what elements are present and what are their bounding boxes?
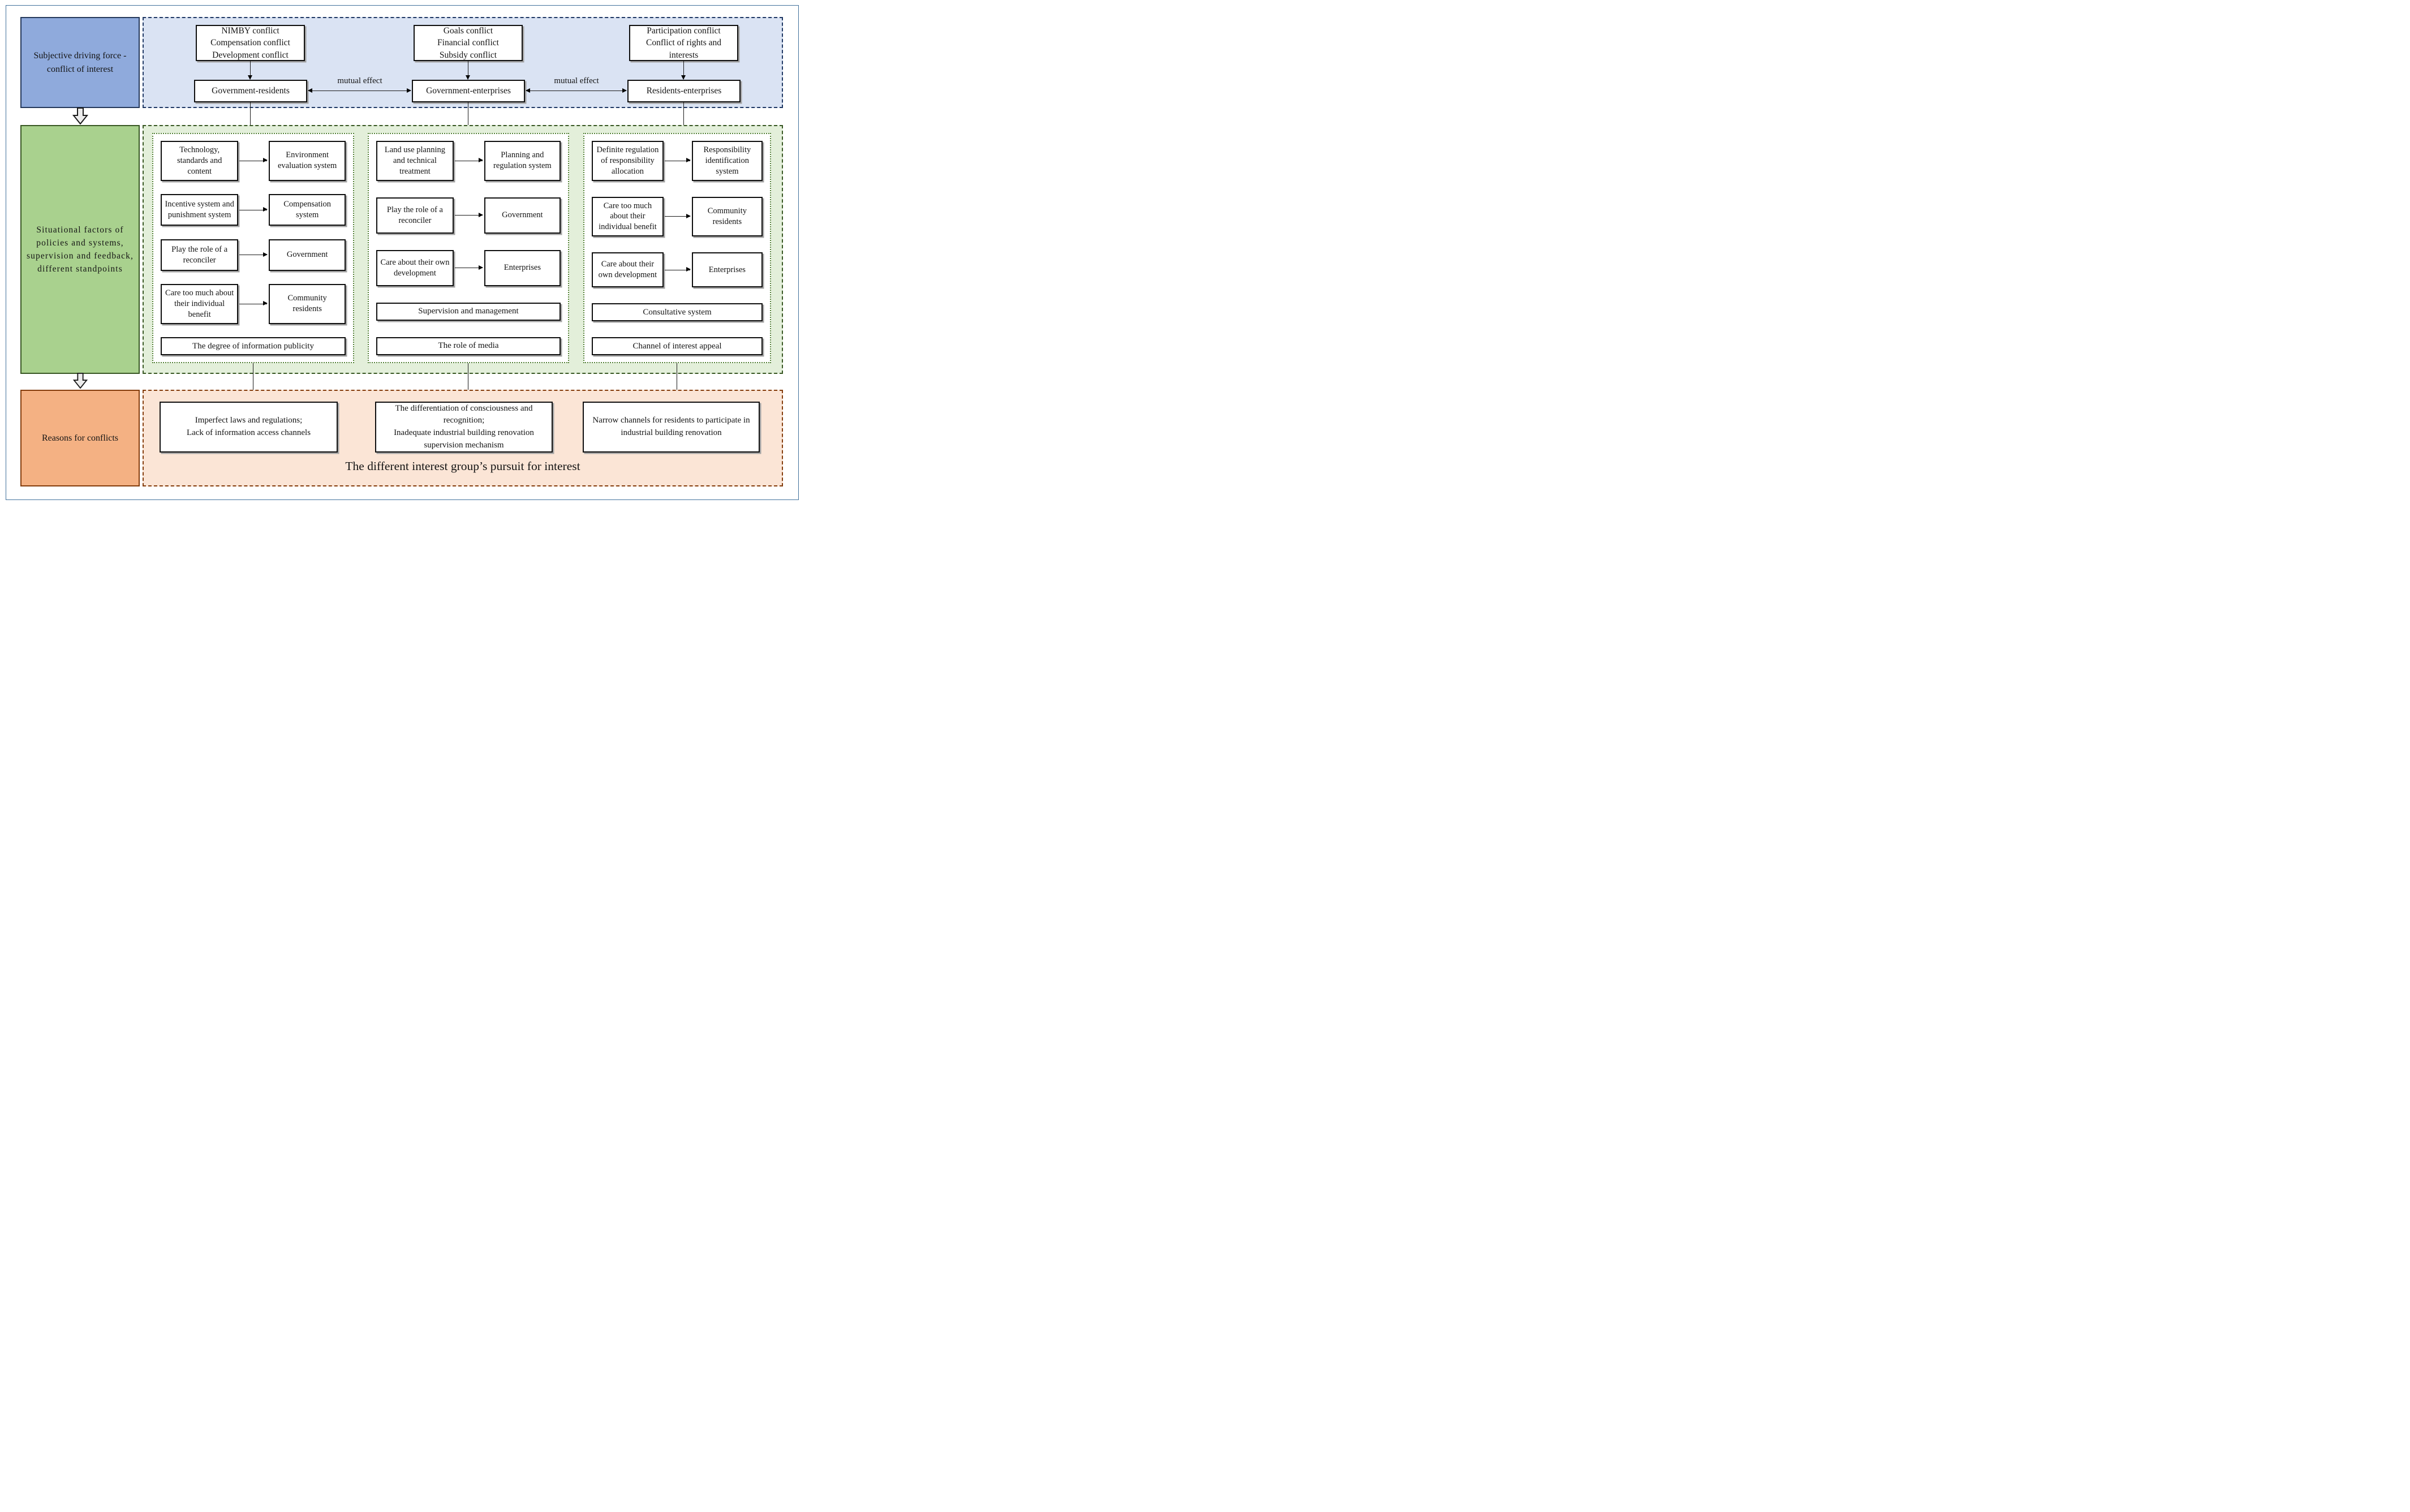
factor-box: Government [269,239,346,271]
factor-box: Incentive system and punishment system [161,194,239,226]
green-column-government-residents: Technology, standards and content Enviro… [152,133,354,363]
factor-row: Technology, standards and content Enviro… [161,141,346,181]
factor-box: Care about their own development [592,252,664,288]
figure-border [6,5,799,500]
reason-box-laws: Imperfect laws and regulations; Lack of … [160,402,338,453]
wide-factor-box: The role of media [376,337,561,355]
down-arrow-icon [681,61,686,80]
green-column-government-enterprises: Land use planning and technical treatmen… [368,133,569,363]
factor-row: Care too much about their individual ben… [592,196,763,237]
green-column-residents-enterprises: Definite regulation of responsibility al… [583,133,771,363]
factor-row: Definite regulation of responsibility al… [592,141,763,181]
box-conflicts-residents-enterprises: Participation conflict Conflict of right… [629,25,738,61]
side-label-text: Reasons for conflicts [41,433,119,443]
factor-row: Care about their own development Enterpr… [376,249,561,286]
mutual-effect-label: mutual effect [337,76,382,85]
factor-row: Land use planning and technical treatmen… [376,141,561,181]
factor-row: Play the role of a reconciler Government [161,239,346,271]
factor-box: Definite regulation of responsibility al… [592,141,664,181]
right-arrow-icon [664,213,691,218]
label-reasons-for-conflicts: Reasons for conflicts [20,390,140,486]
reason-box-channels: Narrow channels for residents to partici… [583,402,760,453]
factor-box: Community residents [691,196,763,237]
factor-row: Care about their own development Enterpr… [592,252,763,288]
factor-box: Enterprises [484,249,561,286]
factor-box: Play the role of a reconciler [161,239,239,271]
factor-box: Community residents [269,283,346,324]
box-conflicts-government-enterprises: Goals conflict Financial conflict Subsid… [414,25,523,61]
box-conflicts-government-residents: NIMBY conflict Compensation conflict Dev… [196,25,305,61]
block-down-arrow-icon [72,107,89,124]
box-residents-enterprises: Residents-enterprises [627,80,741,102]
wide-factor-box: Consultative system [592,303,763,322]
wide-factor-box: Supervision and management [376,302,561,321]
factor-box: Care about their own development [376,249,454,286]
factor-box: Land use planning and technical treatmen… [376,141,454,181]
mutual-effect-label: mutual effect [554,76,599,85]
factor-box: Care too much about their individual ben… [592,196,664,237]
pursuit-for-interest-caption: The different interest group’s pursuit f… [345,459,580,473]
factor-row: Care too much about their individual ben… [161,283,346,324]
factor-box: Government [484,197,561,234]
factor-box: Care too much about their individual ben… [161,283,239,324]
factor-box: Responsibility identification system [691,141,763,181]
factor-box: Play the role of a reconciler [376,197,454,234]
label-situational-factors: Situational factors of policies and syst… [20,125,140,374]
wide-factor-box: Channel of interest appeal [592,337,763,355]
label-subjective-driving-force: Subjective driving force - conflict of i… [20,17,140,108]
factor-box: Compensation system [269,194,346,226]
factor-box: Technology, standards and content [161,141,239,181]
factor-box: Enterprises [691,252,763,288]
factor-row: Incentive system and punishment system C… [161,194,346,226]
factor-box: Environment evaluation system [269,141,346,181]
box-government-residents: Government-residents [194,80,307,102]
down-arrow-icon [247,61,252,80]
block-down-arrow-icon [72,373,88,389]
side-label-text: Situational factors of policies and syst… [27,225,134,274]
box-government-enterprises: Government-enterprises [412,80,525,102]
reason-box-consciousness: The differentiation of consciousness and… [375,402,553,453]
side-label-text: Subjective driving force - conflict of i… [33,50,127,74]
diagram-canvas: Subjective driving force - conflict of i… [0,0,803,504]
right-arrow-icon [454,212,483,217]
wide-factor-box: The degree of information publicity [161,337,346,355]
factor-box: Planning and regulation system [484,141,561,181]
factor-row: Play the role of a reconciler Government [376,197,561,234]
